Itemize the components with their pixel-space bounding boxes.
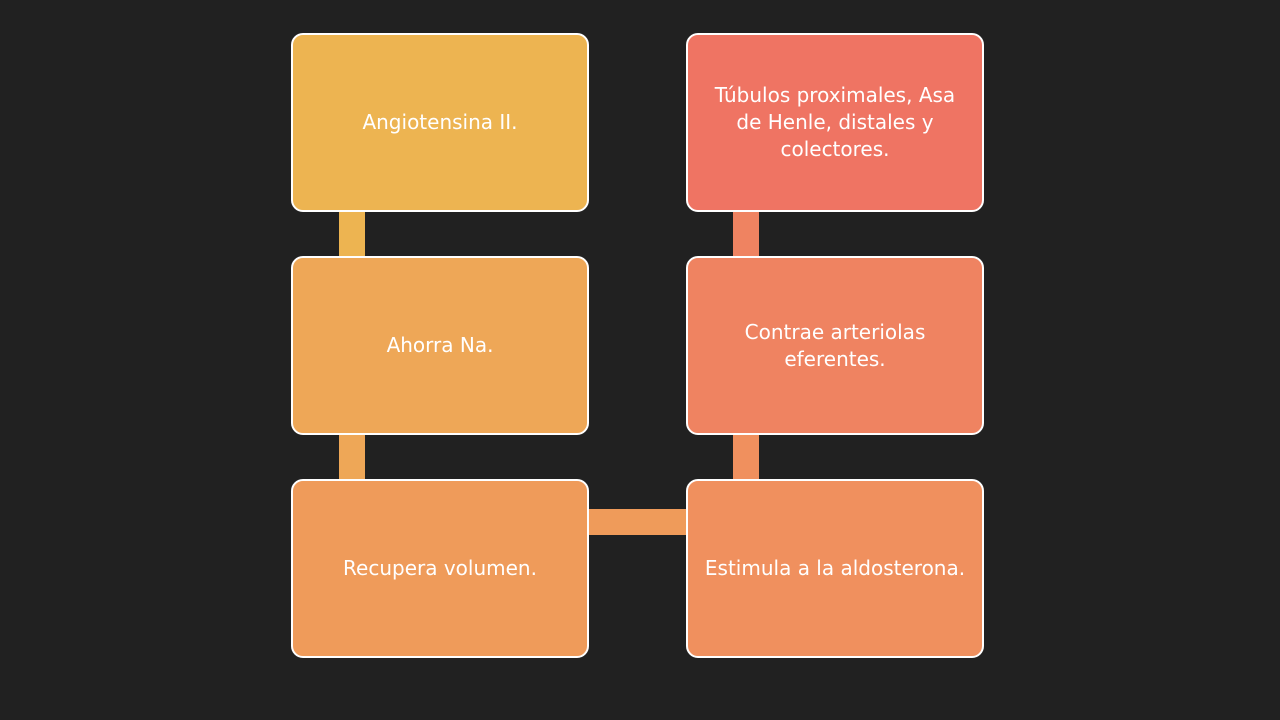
node-ahorra-na: Ahorra Na.: [291, 256, 589, 435]
node-label: Contrae arteriolas eferentes.: [744, 319, 926, 371]
connector-estimula-contrae: [733, 428, 759, 486]
node-recupera-volumen: Recupera volumen.: [291, 479, 589, 658]
node-angiotensina: Angiotensina II.: [291, 33, 589, 212]
node-label: Angiotensina II.: [362, 110, 518, 134]
node-tubulos: Túbulos proximales, Asa de Henle, distal…: [686, 33, 984, 212]
connector-recupera-estimula: [584, 509, 694, 535]
connector-contrae-tubulos: [733, 205, 759, 263]
connector-angiotensina-ahorra: [339, 205, 365, 263]
connector-ahorra-recupera: [339, 428, 365, 486]
node-label: Túbulos proximales, Asa de Henle, distal…: [714, 83, 956, 161]
node-label: Estimula a la aldosterona.: [704, 556, 966, 580]
node-contrae-arteriolas: Contrae arteriolas eferentes.: [686, 256, 984, 435]
node-estimula-aldosterona: Estimula a la aldosterona.: [686, 479, 984, 658]
node-label: Ahorra Na.: [386, 333, 494, 357]
node-label: Recupera volumen.: [343, 556, 537, 580]
